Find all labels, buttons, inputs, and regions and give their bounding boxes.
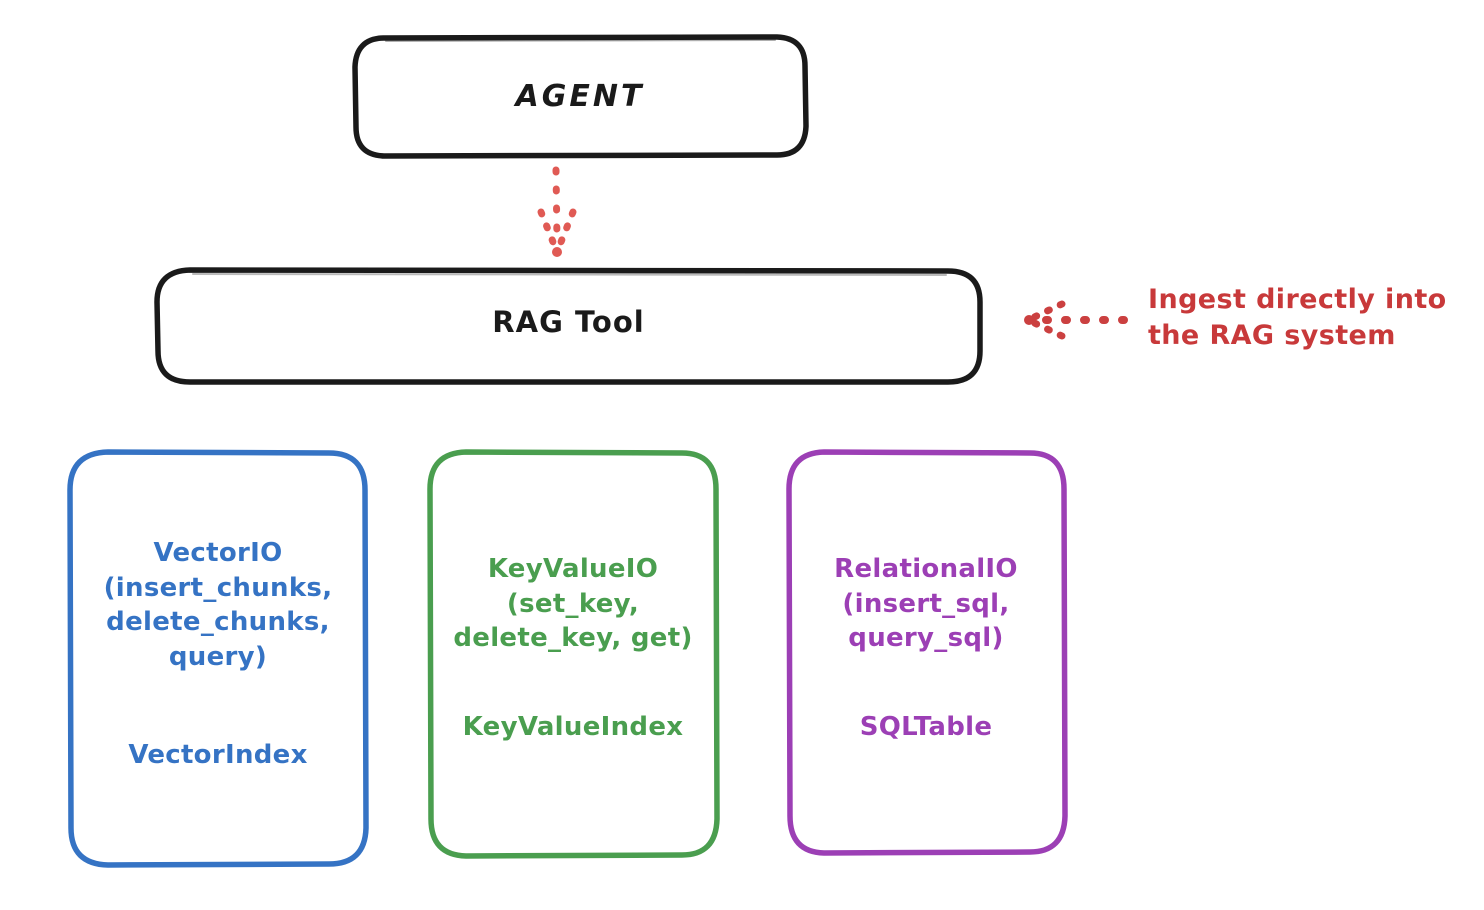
relationalio-api-label: RelationalIO (insert_sql, query_sql) bbox=[834, 554, 1018, 654]
ragtool-node-shape[interactable] bbox=[154, 267, 983, 385]
agent-node-shape[interactable] bbox=[352, 34, 809, 159]
ingest-to-ragtool-connector bbox=[1024, 300, 1128, 340]
vectorio-api-label: VectorIO (insert_chunks, delete_chunks, … bbox=[103, 538, 333, 672]
relationalio-index-label: SQLTable bbox=[859, 712, 993, 742]
agent-node-label: AGENT bbox=[515, 79, 645, 114]
vectorio-index-label: VectorIndex bbox=[128, 740, 308, 770]
relationalio-node-shape[interactable] bbox=[786, 449, 1068, 856]
keyvalueio-node-shape[interactable] bbox=[427, 449, 720, 859]
keyvalueio-api-label: KeyValueIO (set_key, delete_key, get) bbox=[453, 554, 693, 654]
keyvalueio-index-label: KeyValueIndex bbox=[462, 712, 684, 742]
ingest-annotation-label: Ingest directly into the RAG system bbox=[1148, 284, 1447, 352]
ragtool-node-label: RAG Tool bbox=[492, 305, 645, 339]
vectorio-node-shape[interactable] bbox=[67, 449, 369, 868]
agent-to-ragtool-connector bbox=[537, 166, 577, 257]
